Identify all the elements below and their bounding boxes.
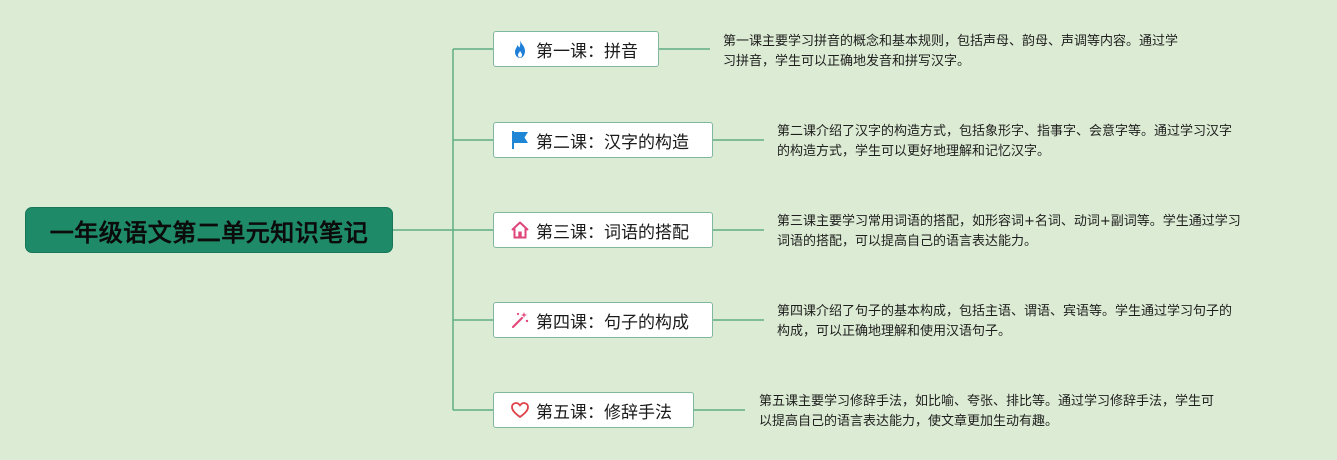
heart-icon (510, 400, 530, 420)
lesson-4-note-line-2: 构成，可以正确地理解和使用汉语句子。 (777, 324, 1012, 339)
lesson-5-note: 第五课主要学习修辞手法，如比喻、夸张、排比等。通过学习修辞手法，学生可 以提高自… (759, 392, 1214, 432)
lesson-3-note-line-2: 词语的搭配，可以提高自己的语言表达能力。 (777, 234, 1038, 249)
lesson-4-note-line-1: 第四课介绍了句子的基本构成，包括主语、谓语、宾语等。学生通过学习句子的 (777, 304, 1233, 319)
lesson-2-title: 第二课：汉字的构造 (536, 132, 689, 153)
lesson-3-note: 第三课主要学习常用词语的搭配，如形容词+名词、动词+副词等。学生通过学习 词语的… (777, 212, 1241, 252)
lesson-2-note: 第二课介绍了汉字的构造方式，包括象形字、指事字、会意字等。通过学习汉字 的构造方… (777, 122, 1232, 162)
lesson-5-title: 第五课：修辞手法 (536, 402, 672, 423)
lesson-1-title: 第一课：拼音 (536, 41, 638, 62)
root-title: 一年级语文第二单元知识笔记 (49, 218, 369, 247)
lesson-3-title: 第三课：词语的搭配 (536, 222, 689, 243)
lesson-5-note-line-1: 第五课主要学习修辞手法，如比喻、夸张、排比等。通过学习修辞手法，学生可 (759, 394, 1215, 409)
root-topic[interactable]: 一年级语文第二单元知识笔记 (25, 207, 393, 253)
lesson-4-topic[interactable]: 第四课：句子的构成 (493, 302, 713, 338)
lesson-2-topic[interactable]: 第二课：汉字的构造 (493, 122, 713, 158)
home-icon (510, 220, 530, 240)
fire-icon (510, 39, 530, 59)
lesson-1-note-line-1: 第一课主要学习拼音的概念和基本规则，包括声母、韵母、声调等内容。通过学 (723, 34, 1179, 49)
lesson-1-note: 第一课主要学习拼音的概念和基本规则，包括声母、韵母、声调等内容。通过学 习拼音，… (723, 32, 1178, 72)
magic-wand-icon (510, 310, 530, 330)
lesson-2-note-line-2: 的构造方式，学生可以更好地理解和记忆汉字。 (777, 144, 1051, 159)
lesson-3-note-line-1: 第三课主要学习常用词语的搭配，如形容词+名词、动词+副词等。学生通过学习 (777, 214, 1241, 229)
lesson-3-topic[interactable]: 第三课：词语的搭配 (493, 212, 713, 248)
flag-icon (510, 130, 530, 150)
lesson-1-topic[interactable]: 第一课：拼音 (493, 31, 659, 67)
lesson-1-note-line-2: 习拼音，学生可以正确地发音和拼写汉字。 (723, 54, 971, 69)
lesson-5-note-line-2: 以提高自己的语言表达能力，使文章更加生动有趣。 (759, 414, 1059, 429)
lesson-2-note-line-1: 第二课介绍了汉字的构造方式，包括象形字、指事字、会意字等。通过学习汉字 (777, 124, 1233, 139)
lesson-4-note: 第四课介绍了句子的基本构成，包括主语、谓语、宾语等。学生通过学习句子的 构成，可… (777, 302, 1232, 342)
lesson-4-title: 第四课：句子的构成 (536, 312, 689, 333)
lesson-5-topic[interactable]: 第五课：修辞手法 (493, 392, 694, 428)
